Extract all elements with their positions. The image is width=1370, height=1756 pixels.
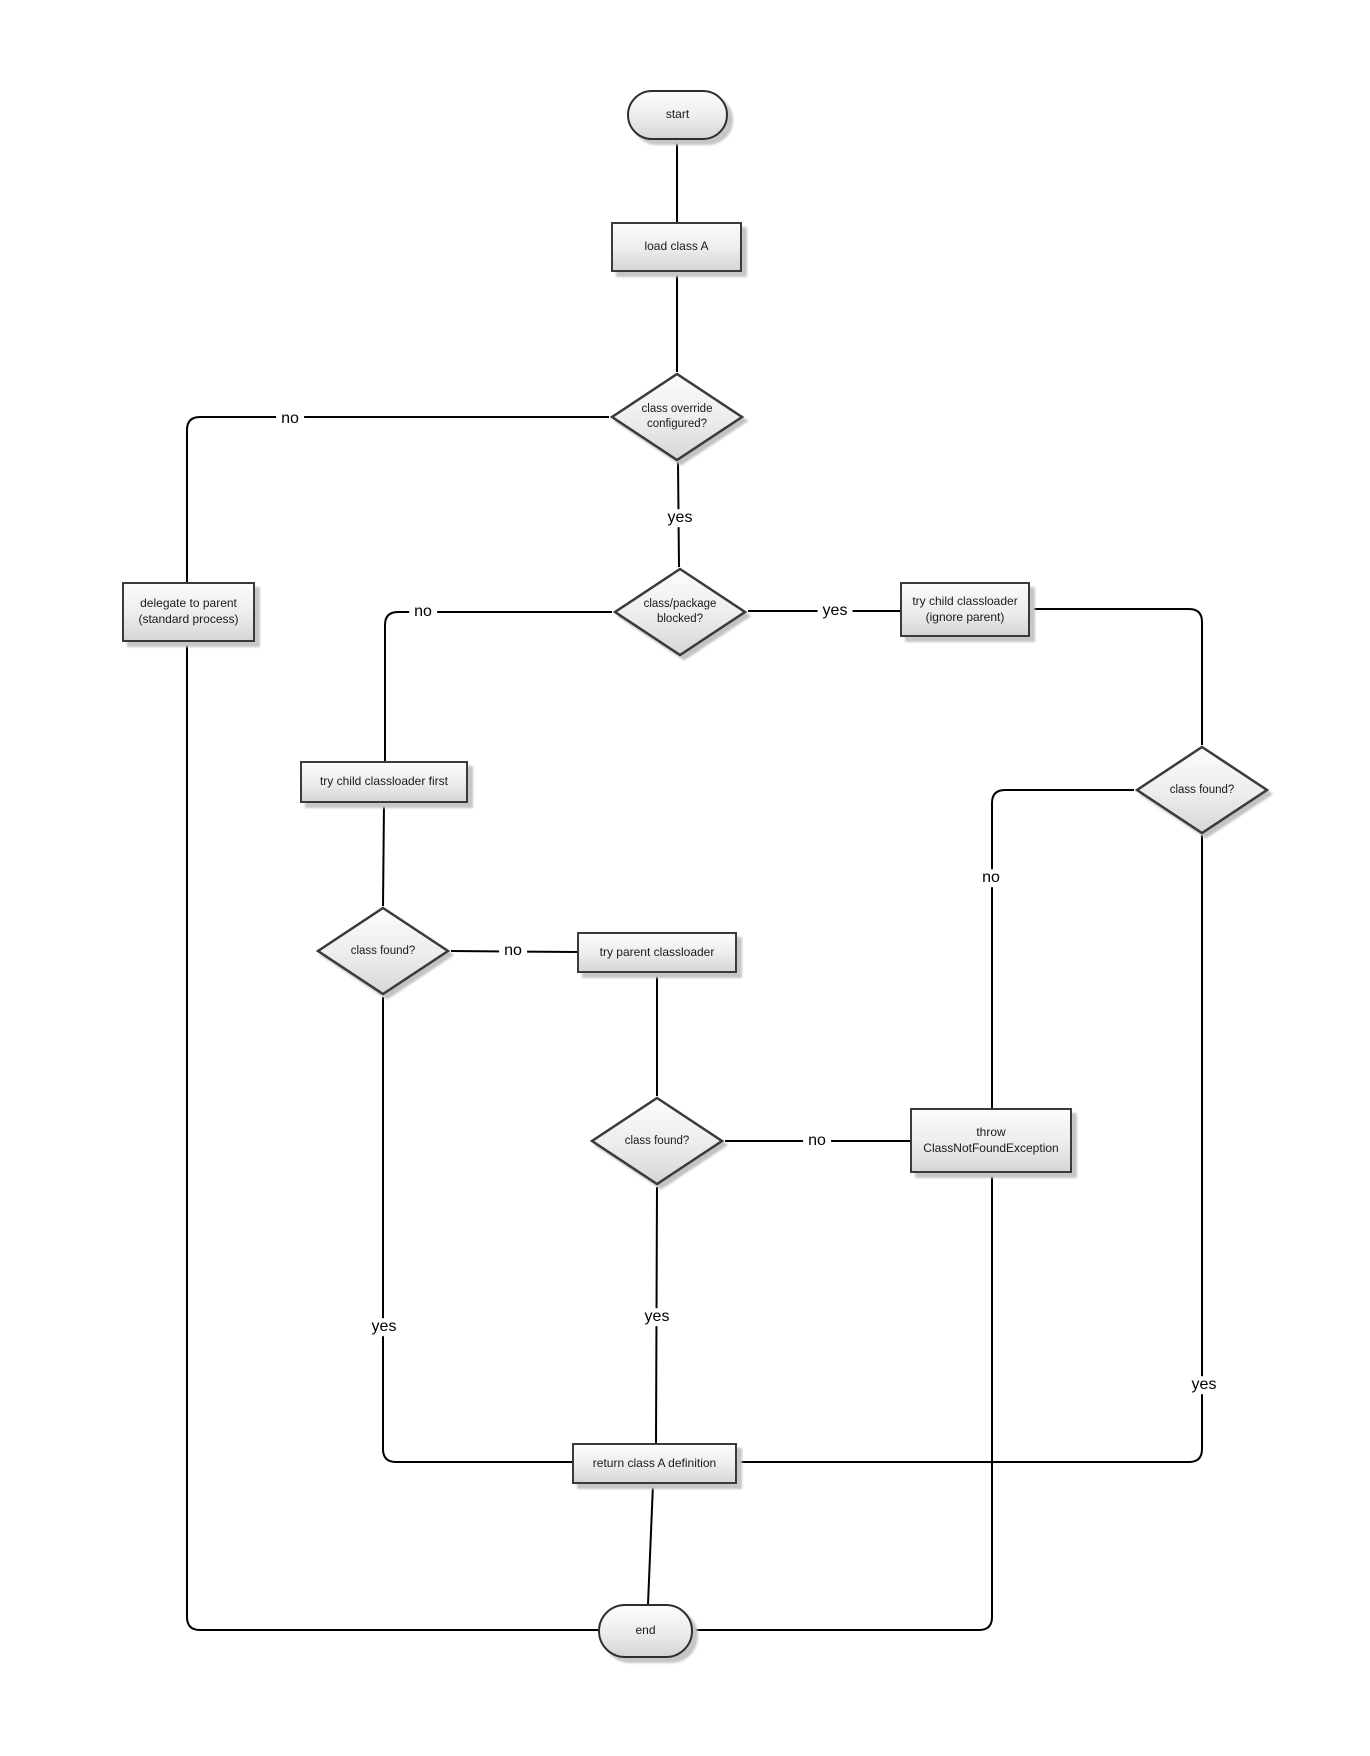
node-label: try child classloader (ignore parent)	[912, 593, 1018, 624]
process-try-parent-classloader: try parent classloader	[577, 932, 737, 973]
diamond-shape	[315, 906, 451, 996]
node-label: try parent classloader	[599, 944, 715, 959]
decision-class-override-configured: class override configured?	[609, 372, 745, 462]
diamond-shape	[1134, 745, 1270, 835]
process-throw-classnotfoundexception: throw ClassNotFoundException	[910, 1108, 1072, 1173]
connector-return-end	[647, 1483, 654, 1605]
connector-delegate-end	[186, 642, 598, 1631]
edge-label-override-no: no	[276, 410, 304, 428]
edge-label-foundright-no: no	[977, 869, 1005, 887]
connector-override-delegate-no	[186, 416, 609, 582]
decision-class-found-right: class found?	[1134, 745, 1270, 835]
terminator-end: end	[598, 1604, 693, 1658]
connector-trychildignore-foundright	[1030, 608, 1203, 745]
node-label: try child classloader first	[319, 774, 449, 789]
diamond-shape	[612, 567, 748, 657]
edge-label-blocked-yes: yes	[817, 602, 853, 620]
node-label: end	[635, 1623, 656, 1638]
connector-foundright-throw-no	[991, 789, 1134, 1108]
connector-foundright-return-yes	[737, 835, 1203, 1463]
decision-class-found-mid: class found?	[589, 1096, 725, 1186]
process-delegate-to-parent: delegate to parent (standard process)	[122, 582, 255, 642]
node-label: return class A definition	[592, 1455, 717, 1470]
node-label: delegate to parent (standard process)	[138, 596, 239, 626]
connector-throw-end	[693, 1173, 993, 1631]
node-label: start	[665, 107, 690, 122]
edge-label-foundmid-yes: yes	[639, 1308, 675, 1326]
diamond-shape	[589, 1096, 725, 1186]
node-label: class found?	[624, 1134, 690, 1147]
process-load-class-a: load class A	[611, 222, 742, 272]
terminator-start: start	[627, 90, 728, 140]
node-label: class found?	[350, 944, 416, 957]
decision-class-package-blocked: class/package blocked?	[612, 567, 748, 657]
connector-blocked-trychildfirst-no	[384, 611, 612, 761]
process-try-child-ignore-parent: try child classloader (ignore parent)	[900, 582, 1030, 637]
edge-label-foundleft-no: no	[499, 942, 527, 960]
connector-trychildfirst-foundleft	[382, 802, 385, 907]
diamond-shape	[609, 372, 745, 462]
node-label: class/package blocked?	[643, 598, 717, 625]
connector-foundleft-return-yes	[382, 997, 572, 1463]
node-label: load class A	[644, 239, 709, 254]
node-label: throw ClassNotFoundException	[923, 1124, 1059, 1155]
node-label: class found?	[1169, 783, 1235, 796]
process-try-child-first: try child classloader first	[300, 761, 468, 803]
edge-label-foundmid-no: no	[803, 1132, 831, 1150]
decision-class-found-left: class found?	[315, 906, 451, 996]
process-return-class-a-definition: return class A definition	[572, 1443, 737, 1484]
edge-label-override-yes: yes	[662, 509, 698, 527]
edge-label-blocked-no: no	[409, 603, 437, 621]
edge-label-foundleft-yes: yes	[366, 1318, 402, 1336]
edge-label-foundright-yes: yes	[1186, 1376, 1222, 1394]
node-label: class override configured?	[641, 403, 713, 430]
